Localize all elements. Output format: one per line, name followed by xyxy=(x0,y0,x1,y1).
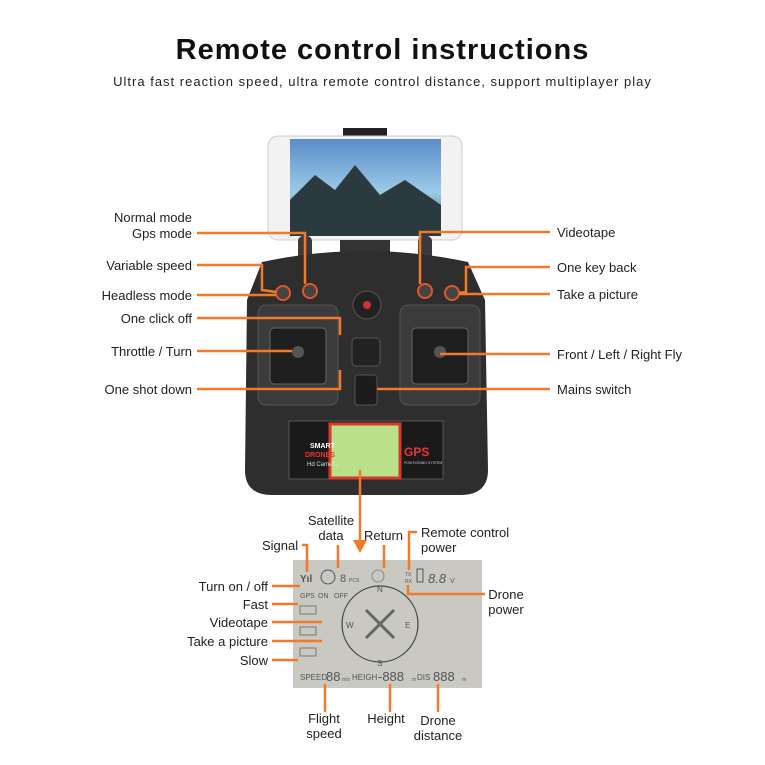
label-headless-mode: Headless mode xyxy=(101,288,192,303)
label-one-key-back: One key back xyxy=(557,260,637,275)
label-mains-switch: Mains switch xyxy=(557,382,632,397)
svg-text:GPS: GPS xyxy=(300,593,315,600)
phone-clamp xyxy=(343,128,387,138)
page-subtitle: Ultra fast reaction speed, ultra remote … xyxy=(113,74,652,89)
lcd-label-remote-power: Remote control power xyxy=(421,525,510,555)
lcd-label-turn-on-off: Turn on / off xyxy=(198,579,268,594)
svg-text:8: 8 xyxy=(340,573,346,585)
label-gps-mode: Gps mode xyxy=(132,226,192,241)
brand-line2: DRONES xyxy=(305,452,335,459)
lcd-label-height: Height xyxy=(367,711,405,726)
lcd-label-take-picture: Take a picture xyxy=(187,634,268,649)
lcd-label-return: Return xyxy=(364,528,404,543)
svg-text:m/s: m/s xyxy=(342,677,351,683)
svg-text:DIS: DIS xyxy=(417,673,430,682)
mains-switch xyxy=(354,374,378,406)
svg-text:RX: RX xyxy=(405,579,413,585)
gps-logo: GPS xyxy=(404,445,429,459)
svg-text:SPEED: SPEED xyxy=(300,673,327,682)
label-videotape: Videotape xyxy=(557,225,616,240)
svg-text:8.8: 8.8 xyxy=(428,571,447,586)
brand-line1: SMART xyxy=(310,443,336,450)
svg-text:TX: TX xyxy=(405,572,412,578)
lcd-label-videotape: Videotape xyxy=(209,615,268,630)
svg-text:OFF: OFF xyxy=(334,593,348,600)
lcd-label-flight-speed: Flight speed xyxy=(306,711,342,741)
arrow-down-icon xyxy=(353,540,367,553)
label-one-shot-down: One shot down xyxy=(104,382,192,397)
svg-text:PCS: PCS xyxy=(349,578,360,584)
gps-sub: POSITIONING SYSTEM xyxy=(404,461,442,465)
svg-text:ON: ON xyxy=(318,593,329,600)
lcd-label-drone-power: Drone power xyxy=(488,587,524,617)
svg-text:S: S xyxy=(377,659,382,668)
lcd-label-signal: Signal xyxy=(262,538,299,553)
svg-text:N: N xyxy=(377,585,383,594)
lcd-label-slow: Slow xyxy=(239,653,268,668)
svg-text:W: W xyxy=(346,621,354,630)
label-normal-mode: Normal mode xyxy=(113,210,192,225)
lcd-screen-small xyxy=(328,422,402,480)
phone-screen-rocks xyxy=(290,165,441,236)
lcd-label-fast: Fast xyxy=(242,597,268,612)
page-title: Remote control instructions xyxy=(175,34,590,66)
svg-text:V: V xyxy=(450,578,455,585)
svg-text:m: m xyxy=(412,677,416,683)
brand-line3: Hd Camera xyxy=(307,462,338,468)
label-front-left-right-fly: Front / Left / Right Fly xyxy=(557,347,682,362)
svg-text:HEIGH: HEIGH xyxy=(352,673,378,682)
lcd-label-drone-distance: Drone distance xyxy=(413,713,463,743)
svg-text:E: E xyxy=(405,621,410,630)
label-throttle-turn: Throttle / Turn xyxy=(111,344,192,359)
leader-lines xyxy=(197,230,550,712)
lcd-label-satellite: Satellite data xyxy=(307,513,355,543)
svg-text:888: 888 xyxy=(433,669,455,684)
label-variable-speed: Variable speed xyxy=(106,258,192,273)
svg-text:-888: -888 xyxy=(378,669,404,684)
svg-text:Yıl: Yıl xyxy=(300,574,312,585)
svg-text:88: 88 xyxy=(326,669,340,684)
label-take-picture: Take a picture xyxy=(557,287,638,302)
svg-text:m: m xyxy=(462,677,466,683)
lcd-display xyxy=(293,560,482,688)
label-one-click-off: One click off xyxy=(120,311,192,326)
